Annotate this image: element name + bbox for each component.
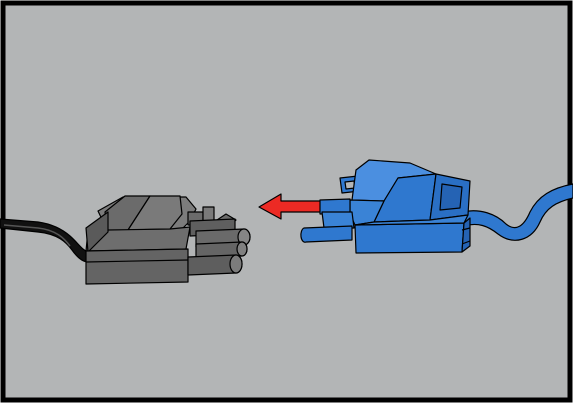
grey-plug-icon: [0, 195, 251, 285]
blue-socket-icon: [300, 159, 573, 254]
blue-cable: [461, 183, 573, 241]
